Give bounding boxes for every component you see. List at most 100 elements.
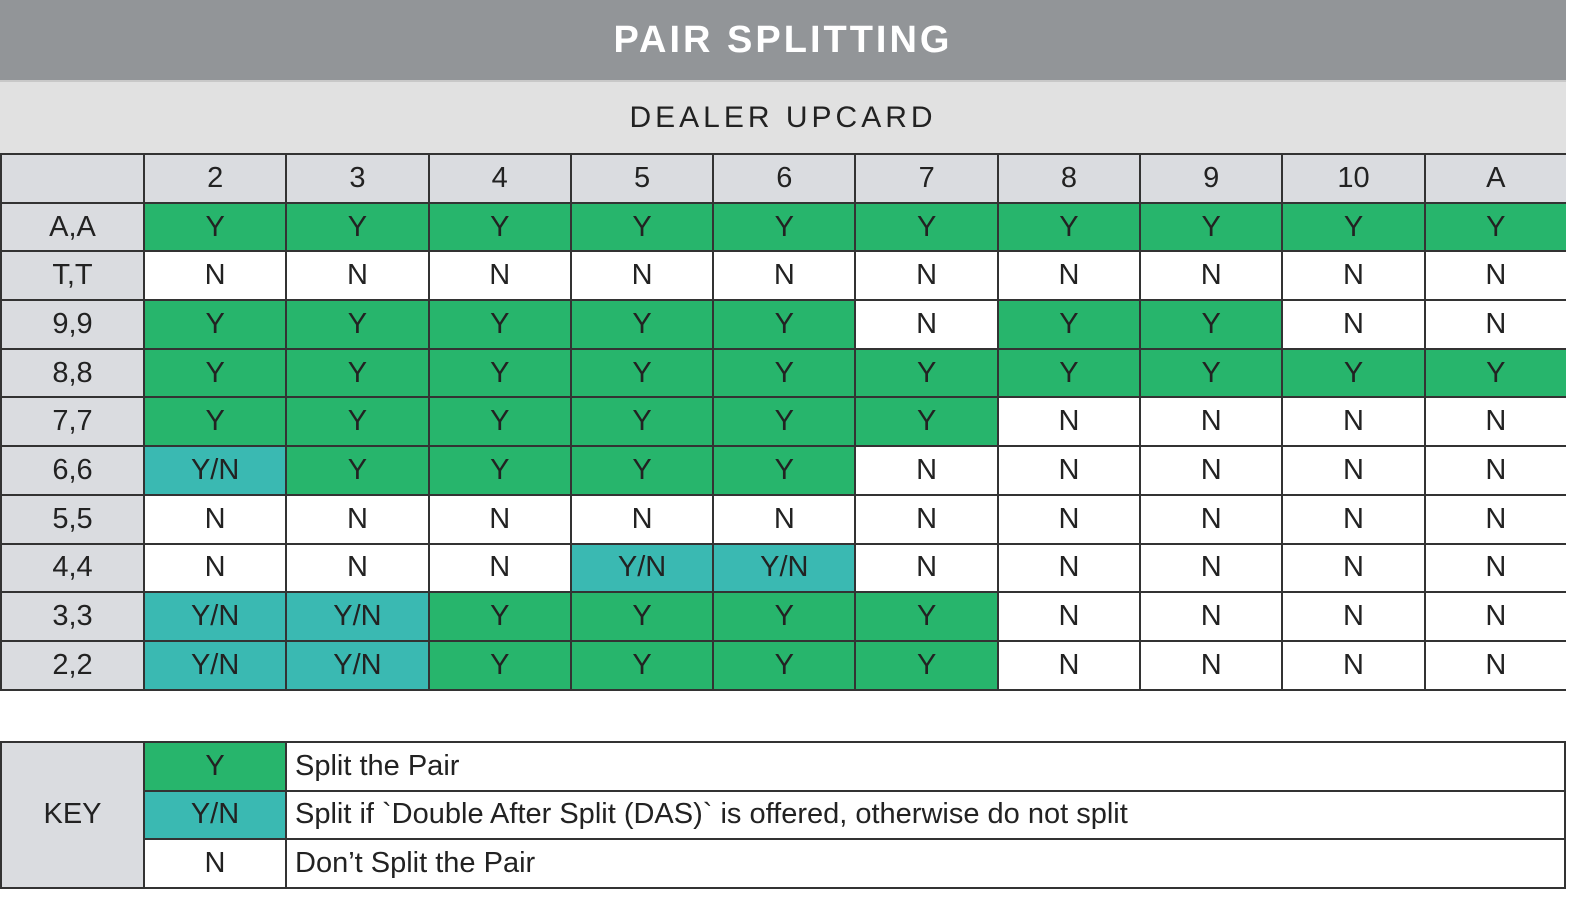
decision-cell: N: [1139, 250, 1284, 302]
decision-cell: N: [1423, 250, 1568, 302]
decision-cell: Y/N: [569, 542, 715, 594]
decision-cell: Y: [712, 591, 857, 642]
decision-cell: Y: [1423, 201, 1568, 253]
decision-cell: N: [569, 493, 715, 545]
decision-cell: N: [1423, 445, 1568, 496]
decision-cell: N: [854, 542, 999, 594]
decision-cell: N: [1139, 445, 1284, 496]
dealer-upcard-header: 4: [427, 153, 572, 204]
decision-cell: Y: [712, 639, 857, 691]
decision-cell: Y: [285, 201, 430, 253]
key-symbol: Y: [143, 741, 287, 792]
decision-cell: Y/N: [142, 591, 288, 642]
decision-cell: N: [427, 493, 572, 545]
dealer-upcard-header: 10: [1281, 153, 1426, 204]
decision-cell: N: [996, 542, 1142, 594]
decision-cell: Y: [427, 639, 572, 691]
decision-cell: N: [1281, 542, 1426, 594]
decision-cell: Y: [996, 347, 1142, 399]
decision-cell: Y/N: [285, 591, 430, 642]
decision-cell: N: [996, 445, 1142, 496]
decision-cell: N: [854, 445, 999, 496]
decision-cell: Y: [854, 347, 999, 399]
decision-cell: Y: [569, 591, 715, 642]
pair-label: 2,2: [0, 639, 145, 691]
decision-cell: Y: [854, 639, 999, 691]
decision-cell: Y/N: [285, 639, 430, 691]
decision-cell: Y: [712, 347, 857, 399]
decision-cell: N: [285, 250, 430, 302]
decision-cell: Y: [569, 445, 715, 496]
decision-cell: Y: [1139, 347, 1284, 399]
decision-cell: N: [1139, 542, 1284, 594]
decision-cell: N: [996, 250, 1142, 302]
decision-cell: Y: [427, 591, 572, 642]
decision-cell: N: [1423, 542, 1568, 594]
decision-cell: Y: [427, 201, 572, 253]
decision-cell: Y: [996, 201, 1142, 253]
decision-cell: N: [285, 542, 430, 594]
decision-cell: N: [996, 493, 1142, 545]
decision-cell: Y/N: [142, 639, 288, 691]
decision-cell: N: [142, 250, 288, 302]
decision-cell: Y: [712, 201, 857, 253]
decision-cell: N: [1281, 639, 1426, 691]
decision-cell: Y: [712, 396, 857, 448]
key-description: Split if `Double After Split (DAS)` is o…: [285, 789, 1566, 840]
decision-cell: Y: [569, 347, 715, 399]
decision-cell: Y: [285, 396, 430, 448]
decision-cell: N: [427, 542, 572, 594]
decision-cell: Y: [854, 396, 999, 448]
decision-cell: N: [1423, 591, 1568, 642]
dealer-upcard-header: 7: [854, 153, 999, 204]
decision-cell: Y: [1281, 347, 1426, 399]
decision-cell: Y: [142, 347, 288, 399]
decision-cell: Y: [996, 299, 1142, 350]
decision-cell: N: [1281, 396, 1426, 448]
decision-cell: Y: [1281, 201, 1426, 253]
decision-cell: Y: [1423, 347, 1568, 399]
decision-cell: N: [712, 493, 857, 545]
decision-cell: N: [1423, 493, 1568, 545]
pair-label: 4,4: [0, 542, 145, 594]
pair-label: 8,8: [0, 347, 145, 399]
decision-cell: Y: [1139, 299, 1284, 350]
dealer-upcard-header: 3: [285, 153, 430, 204]
dealer-upcard-header: 5: [569, 153, 715, 204]
decision-cell: N: [1139, 493, 1284, 545]
decision-cell: N: [1281, 445, 1426, 496]
decision-cell: Y: [569, 639, 715, 691]
decision-cell: N: [142, 493, 288, 545]
key-label: KEY: [0, 741, 145, 889]
dealer-upcard-header: 2: [142, 153, 288, 204]
right-margin: [1566, 0, 1578, 902]
decision-cell: Y: [427, 347, 572, 399]
pair-label: T,T: [0, 250, 145, 302]
decision-cell: Y: [854, 201, 999, 253]
decision-cell: Y: [142, 299, 288, 350]
dealer-upcard-header: 6: [712, 153, 857, 204]
key-symbol: N: [143, 838, 287, 889]
decision-cell: Y: [427, 396, 572, 448]
dealer-upcard-header: A: [1423, 153, 1568, 204]
decision-cell: N: [1281, 493, 1426, 545]
decision-cell: N: [1423, 396, 1568, 448]
decision-cell: N: [285, 493, 430, 545]
key-description: Split the Pair: [285, 741, 1566, 792]
decision-cell: N: [569, 250, 715, 302]
pair-label: 5,5: [0, 493, 145, 545]
decision-cell: N: [996, 591, 1142, 642]
decision-cell: N: [1423, 639, 1568, 691]
pair-label: 3,3: [0, 591, 145, 642]
key-description: Don’t Split the Pair: [285, 838, 1566, 889]
decision-cell: Y: [285, 347, 430, 399]
decision-cell: N: [854, 493, 999, 545]
